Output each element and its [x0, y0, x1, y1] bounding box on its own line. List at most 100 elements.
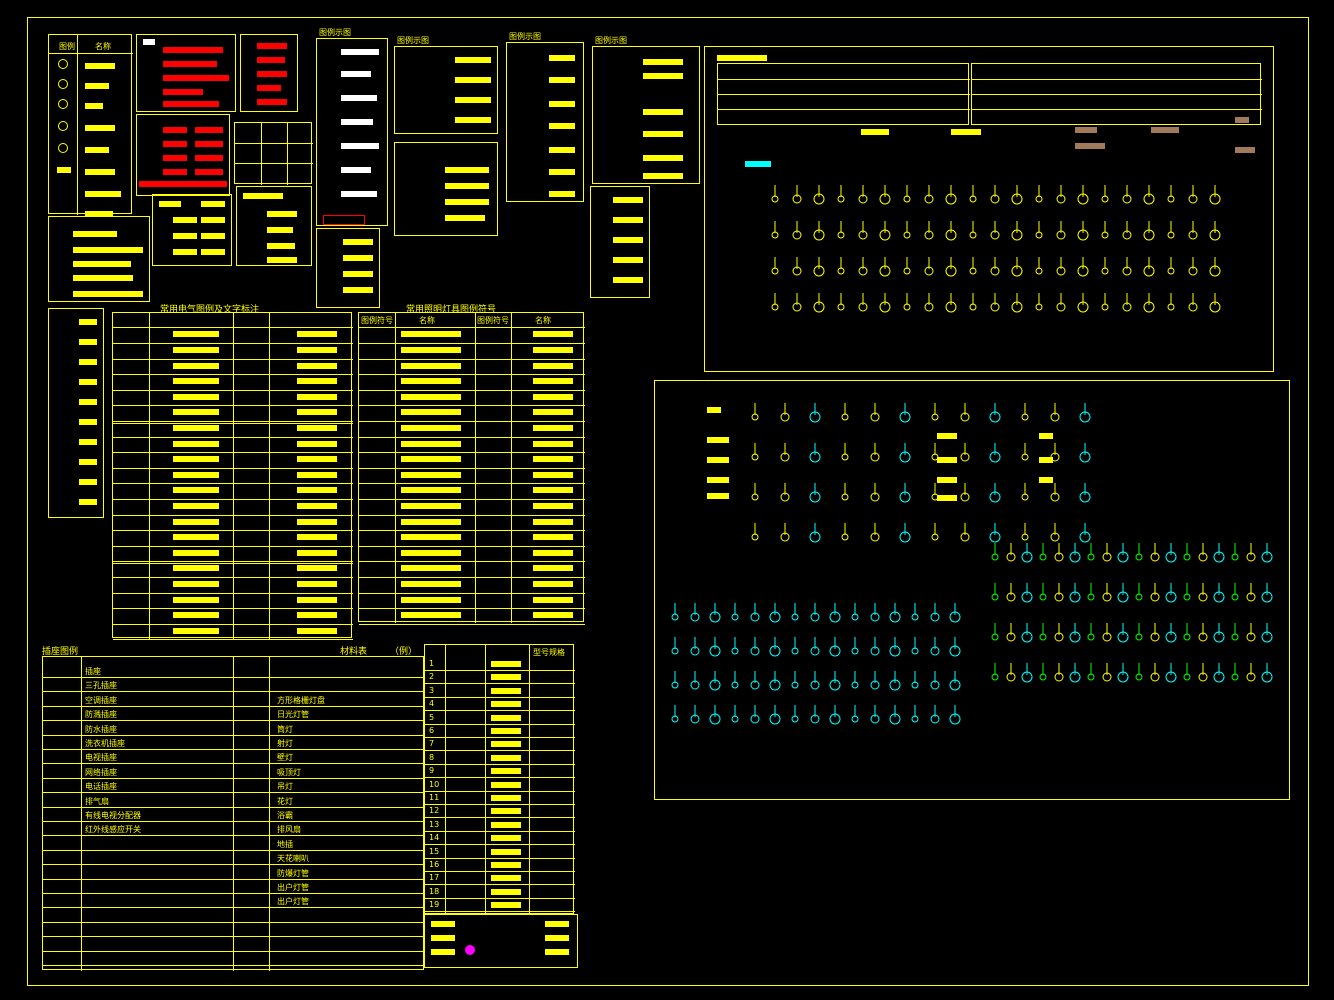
lamp-icon: [1101, 257, 1109, 275]
lamp-icon: [809, 483, 821, 503]
table-row: [43, 864, 425, 866]
row-number: 10: [429, 779, 440, 789]
col-header-symbol: 图例符号: [361, 316, 393, 325]
lamp-icon: [709, 671, 721, 691]
lamp-label: 花灯: [277, 796, 293, 806]
lamp-icon: [1054, 623, 1064, 642]
lamp-icon: [960, 443, 970, 462]
lamp-icon: [671, 637, 679, 655]
row-bar: [401, 471, 461, 478]
diagram-label: 图例示图: [319, 28, 351, 37]
row-line: [113, 545, 353, 547]
lamp-icon: [931, 403, 939, 421]
lamp-icon: [1069, 663, 1081, 683]
table-row: [43, 936, 425, 938]
lamp-icon: [949, 637, 961, 657]
lamp-icon: [841, 523, 849, 541]
lamp-icon: [991, 583, 999, 601]
lamp-icon: [1198, 623, 1208, 642]
lamp-icon: [1011, 221, 1023, 241]
lamp-icon: [780, 443, 790, 462]
diagram-label: 图例示图: [595, 36, 627, 45]
row-bar: [173, 627, 219, 634]
lamp-icon: [671, 705, 679, 723]
row-bar: [401, 565, 461, 572]
lamp-icon: [969, 293, 977, 311]
row-bar: [401, 503, 461, 509]
row-number: 4: [429, 699, 435, 709]
row-line: [113, 608, 353, 610]
row-number: 15: [429, 846, 440, 856]
lamp-icon: [1101, 185, 1109, 203]
table-row: [43, 677, 425, 678]
lamp-icon: [945, 221, 957, 241]
table-row: [425, 897, 575, 899]
lamp-icon: [1231, 623, 1239, 641]
row-line: [113, 358, 353, 360]
lamp-icon: [1188, 185, 1198, 204]
table-row: [425, 710, 575, 712]
lamp-icon: [1188, 257, 1198, 276]
row-bar: [401, 440, 461, 447]
row-number: 14: [429, 833, 440, 843]
lamp-icon: [1021, 443, 1029, 461]
row-bar: [297, 581, 337, 587]
row-bar: [173, 503, 219, 509]
row-bar: [401, 549, 461, 556]
lamp-icon: [791, 671, 799, 689]
lamp-icon: [731, 705, 739, 723]
row-line: [113, 592, 353, 594]
table-row: [425, 763, 575, 765]
lamp-icon: [829, 671, 841, 691]
lamp-icon: [1101, 293, 1109, 311]
row-number: 6: [429, 726, 435, 735]
lamp-icon: [1246, 543, 1256, 562]
lamp-label: 排风扇: [277, 825, 301, 835]
legend-panel-4: [152, 194, 232, 266]
lamp-icon: [991, 623, 999, 641]
lamp-icon: [1117, 583, 1129, 603]
lamp-icon: [899, 483, 911, 503]
row-bar: [401, 596, 461, 603]
lamp-icon: [870, 637, 880, 656]
table-lighting: 图例符号 名称 图例符号 名称: [358, 312, 585, 625]
lamp-icon: [809, 523, 821, 543]
row-line: [113, 452, 353, 454]
drawing-border: [27, 17, 1309, 986]
row-line: [359, 452, 585, 454]
table-row: [43, 806, 425, 808]
lamp-icon: [899, 443, 911, 463]
row-bar: [533, 425, 573, 431]
row-bar: [173, 409, 219, 416]
legend-panel-5: [48, 216, 150, 302]
lamp-icon: [1087, 623, 1095, 641]
diagram-label: 图例示图: [397, 36, 429, 45]
lamp-icon: [750, 603, 760, 622]
lamp-icon: [1143, 185, 1155, 205]
lamp-icon: [1117, 623, 1129, 643]
lamp-icon: [1079, 443, 1091, 463]
row-line: [359, 374, 585, 376]
lamp-icon: [889, 637, 901, 657]
row-bar: [533, 362, 573, 369]
row-bar: [401, 456, 461, 463]
row-bar: [401, 409, 461, 416]
lamp-icon: [1079, 523, 1091, 543]
row-line: [359, 389, 585, 391]
lamp-icon: [709, 637, 721, 657]
table-row: [43, 878, 425, 880]
lamp-icon: [851, 603, 859, 621]
lamp-icon: [1021, 543, 1033, 563]
row-bar: [297, 456, 337, 463]
lamp-icon: [989, 523, 1001, 543]
lamp-icon: [841, 443, 849, 461]
lamp-icon: [870, 483, 880, 502]
row-line: [113, 530, 353, 532]
table-row: [43, 705, 425, 707]
lamp-icon: [709, 603, 721, 623]
row-line: [113, 514, 353, 516]
table-row: [43, 950, 425, 952]
lamp-icon: [1165, 623, 1177, 643]
lamp-icon: [709, 705, 721, 725]
row-bar: [491, 687, 521, 694]
